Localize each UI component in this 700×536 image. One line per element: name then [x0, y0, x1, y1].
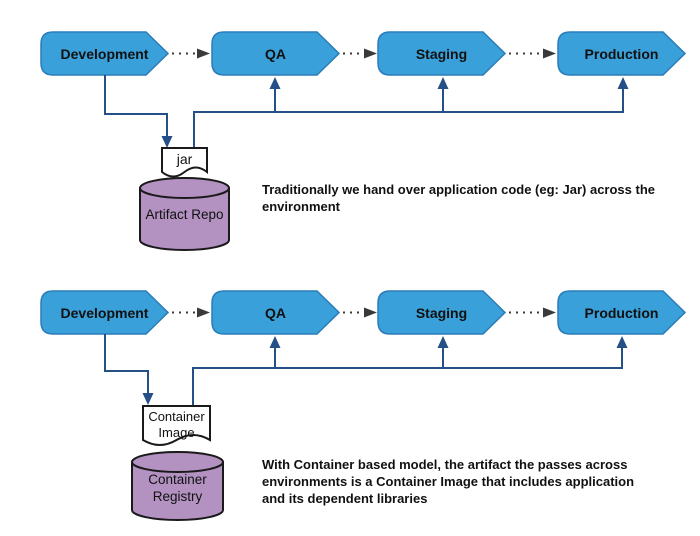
stage-label-qa: QA [265, 45, 286, 62]
artifact-label-line-2: Image [158, 425, 195, 440]
dotted-arrowhead-staging-production [543, 48, 556, 59]
stage-shape-staging-2 [377, 290, 507, 335]
stage-label-development-2: Development [60, 304, 149, 321]
stage-label-production-2: Production [584, 304, 659, 321]
dotted-arrowhead-dev-qa-2 [197, 307, 210, 318]
arrowhead-up-production [617, 77, 629, 89]
stage-shape-qa-2 [211, 290, 341, 335]
caption-traditional-line-1: Traditionally we hand over application c… [262, 182, 655, 197]
connector-dev-to-image [104, 334, 149, 394]
caption-container-line-2: environments is a Container Image that i… [262, 474, 635, 489]
dotted-arrowhead-staging-production-2 [543, 307, 556, 318]
arrowhead-up-qa-2 [269, 336, 281, 348]
caption-container-line-1: With Container based model, the artifact… [262, 457, 628, 472]
caption-container-line-3: and its dependent libraries [262, 491, 428, 506]
registry-cylinder-body [131, 462, 224, 521]
registry-cylinder-top [131, 451, 224, 473]
connector-dev-to-artifact [104, 75, 168, 137]
dotted-arrowhead-qa-staging-2 [364, 307, 377, 318]
registry-label-line-2: Registry [152, 489, 203, 504]
arrowhead-down-image [142, 393, 154, 405]
stage-label-production: Production [584, 45, 659, 62]
arrowhead-up-qa [269, 77, 281, 89]
connector-artifact-distribution [193, 89, 624, 148]
artifact-label-line-1: Container [148, 409, 205, 424]
stage-shape-qa [211, 31, 341, 76]
artifact-document-jar [161, 147, 208, 178]
stage-shape-production [557, 31, 687, 76]
artifact-label-jar: jar [176, 151, 193, 167]
registry-label-line-1: Container [148, 472, 207, 487]
caption-container: With Container based model, the artifact… [262, 456, 700, 507]
stage-shape-development [40, 31, 170, 76]
stage-label-qa-2: QA [265, 304, 286, 321]
pipeline-bottom [40, 290, 687, 521]
registry-label: Container Registry [132, 471, 223, 505]
stage-shape-development-2 [40, 290, 170, 335]
arrowhead-up-production-2 [616, 336, 628, 348]
stage-label-staging: Staging [415, 45, 468, 62]
repository-cylinder-top [139, 177, 230, 199]
pipeline-top [40, 31, 687, 251]
arrowhead-up-staging [437, 77, 449, 89]
caption-traditional-line-2: environment [262, 199, 341, 214]
connector-image-distribution [192, 348, 623, 406]
stage-shape-production-2 [557, 290, 687, 335]
arrowhead-down-artifact [161, 136, 173, 148]
arrowhead-up-staging-2 [437, 336, 449, 348]
repository-cylinder-body [139, 188, 230, 251]
dotted-arrowhead-dev-qa [197, 48, 210, 59]
repository-label: Artifact Repo [145, 207, 224, 222]
dotted-arrowhead-qa-staging [364, 48, 377, 59]
artifact-document-container-image [142, 405, 211, 446]
caption-traditional: Traditionally we hand over application c… [262, 181, 700, 215]
stage-label-development: Development [60, 45, 149, 62]
stage-shape-staging [377, 31, 507, 76]
stage-label-staging-2: Staging [415, 304, 468, 321]
artifact-label-container-image: Container Image [143, 409, 210, 441]
